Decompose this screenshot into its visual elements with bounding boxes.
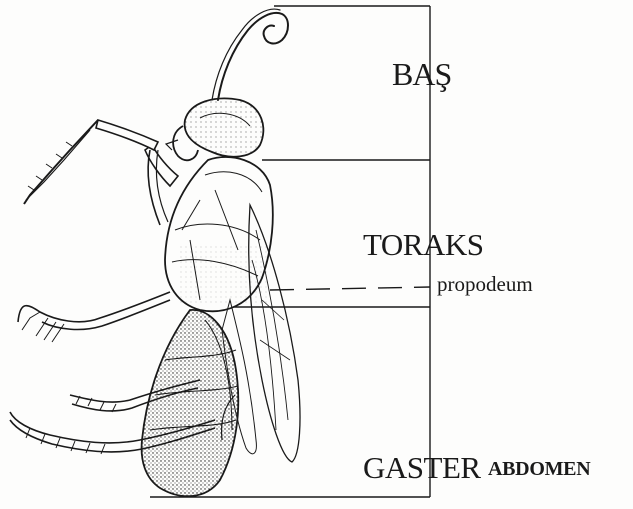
head [166,98,263,160]
antenna [212,9,288,100]
gaster-label: GASTER [363,452,481,483]
thorax-label: TORAKS [363,229,483,260]
propodeum-label: propodeum [437,274,533,295]
propodeum-dashed-line [270,287,430,290]
gaster [142,310,239,496]
abdomen-label: ABDOMEN [488,459,590,479]
head-label: BAŞ [392,58,451,90]
foreleg [24,120,178,225]
